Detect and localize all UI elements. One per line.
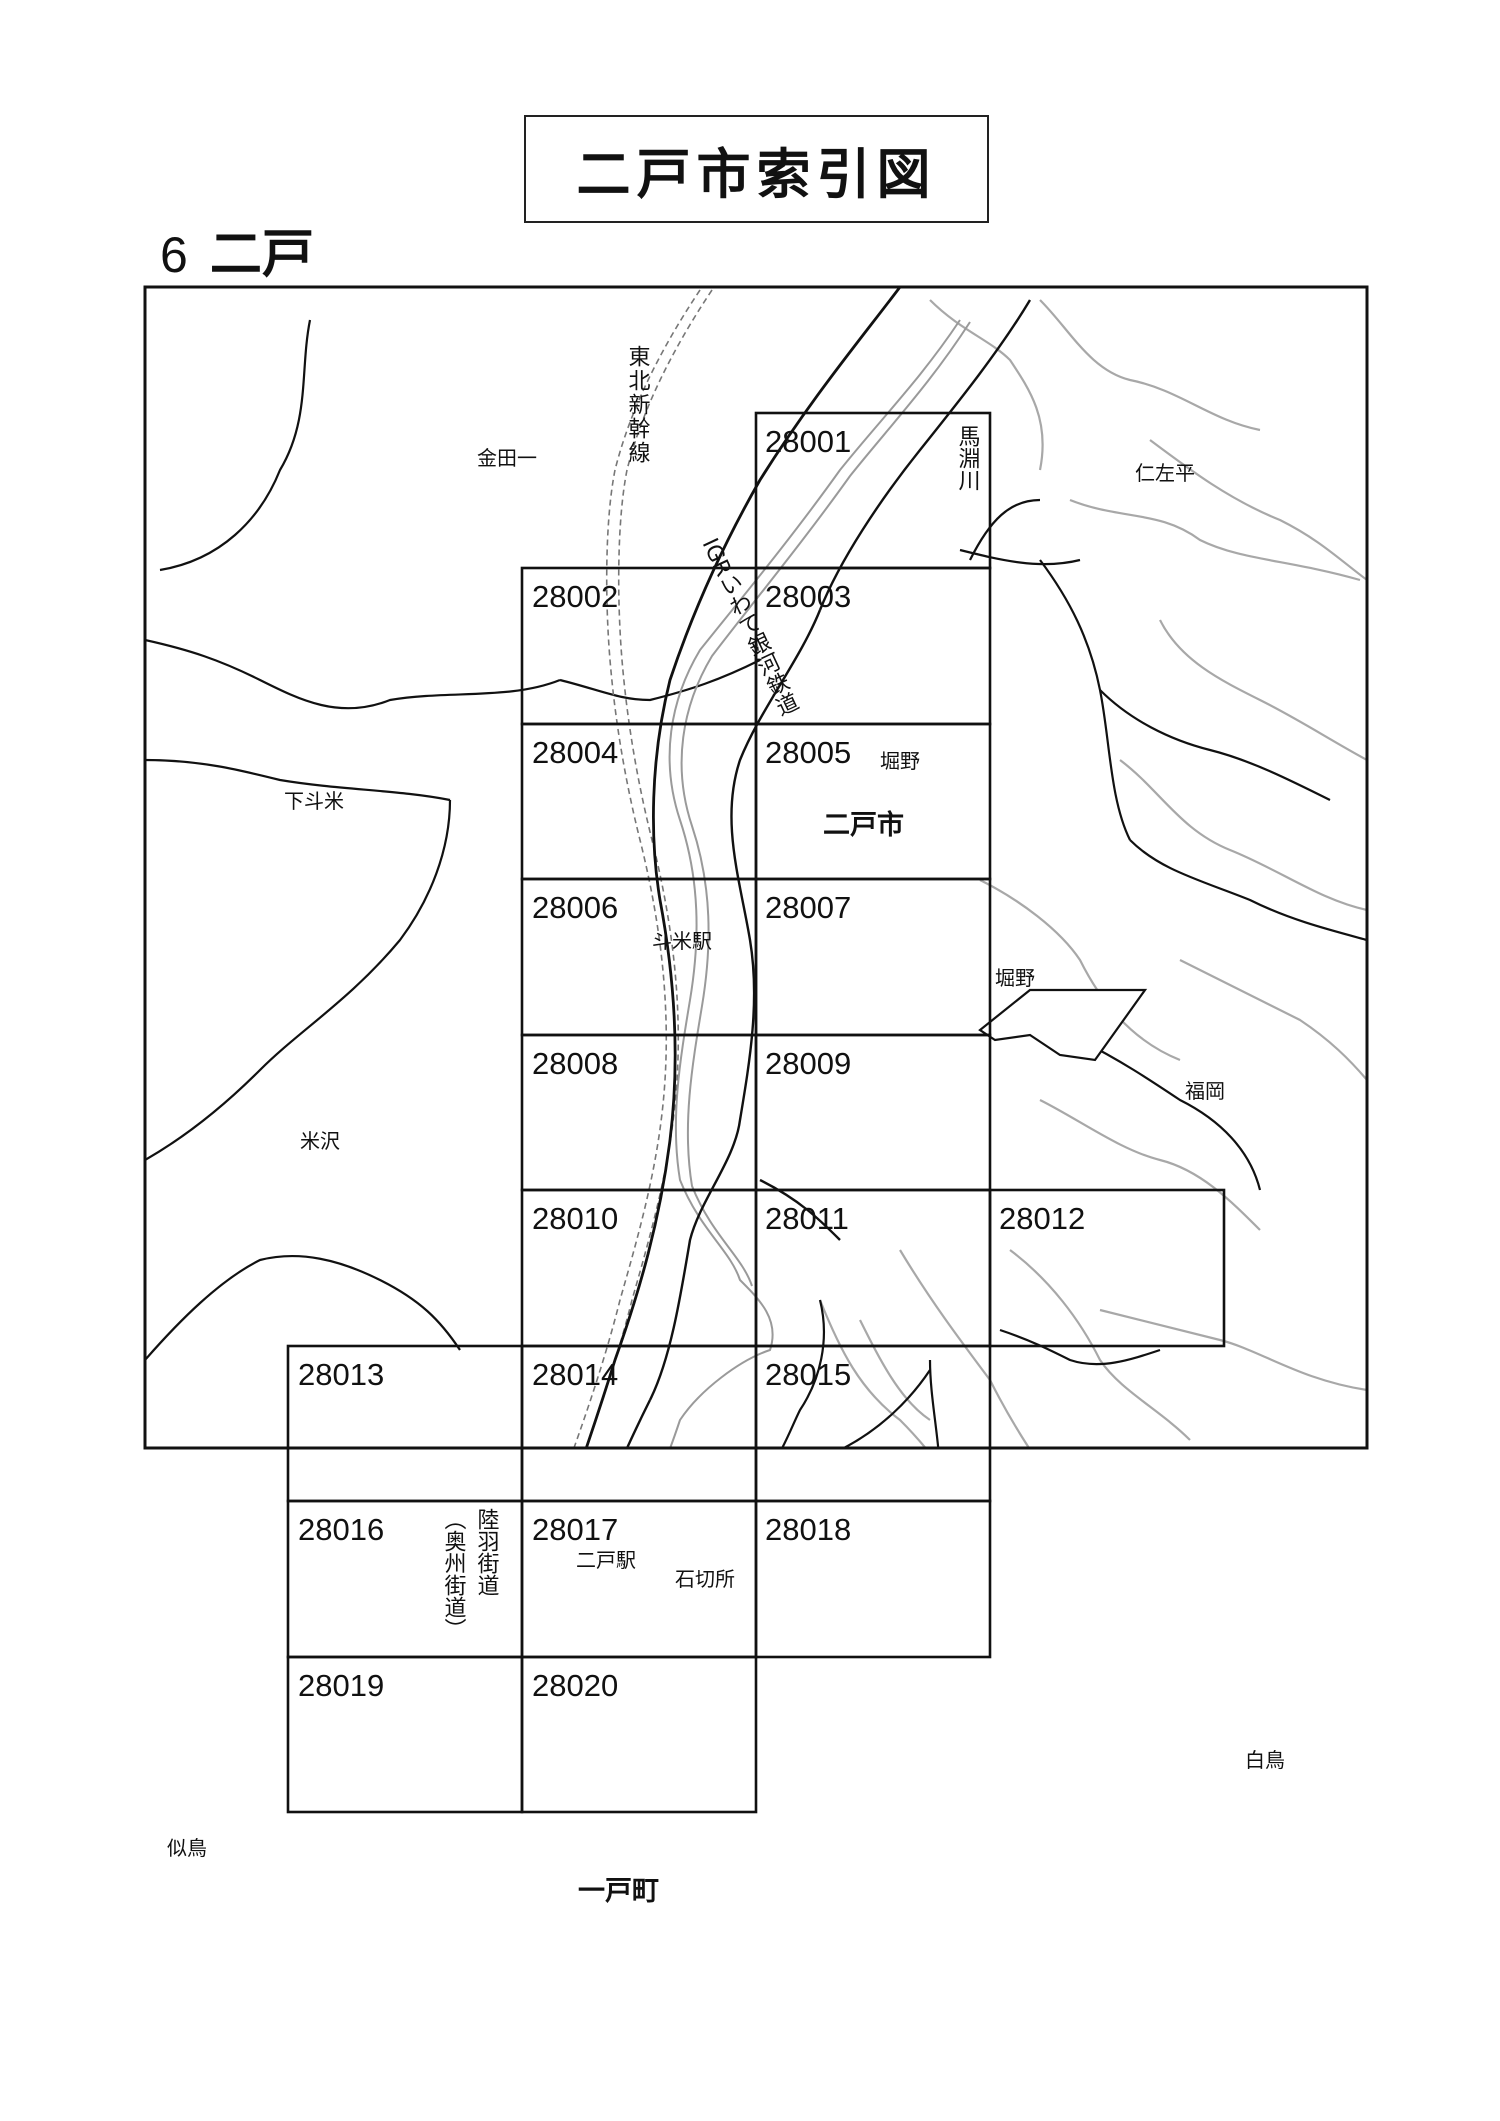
page-title: 二戸市索引図 bbox=[524, 115, 989, 223]
place-horino-1: 堀野 bbox=[880, 749, 920, 773]
place-ishikirido: 石切所 bbox=[675, 1567, 735, 1591]
sheet-label-28009[interactable]: 28009 bbox=[765, 1046, 851, 1081]
place-shimotomai: 下斗米 bbox=[284, 789, 344, 813]
place-nisadai: 仁左平 bbox=[1135, 461, 1195, 485]
place-kindaichi: 金田一 bbox=[477, 446, 537, 470]
section-name: 二戸 bbox=[209, 225, 314, 285]
sheet-label-28008[interactable]: 28008 bbox=[532, 1046, 618, 1081]
sheet-label-28017[interactable]: 28017 bbox=[532, 1512, 618, 1547]
horino-plot bbox=[978, 988, 1148, 1062]
place-ninohe-station: 二戸駅 bbox=[576, 1548, 636, 1572]
shinkansen-line bbox=[573, 289, 713, 1448]
sheet-label-28016[interactable]: 28016 bbox=[298, 1512, 384, 1547]
sheet-label-28002[interactable]: 28002 bbox=[532, 579, 618, 614]
sheet-cell-28012[interactable] bbox=[988, 1188, 1226, 1348]
river bbox=[668, 319, 971, 1448]
place-fukuoka: 福岡 bbox=[1185, 1079, 1225, 1103]
sheet-label-28020[interactable]: 28020 bbox=[532, 1668, 618, 1703]
place-horino-2: 堀野 bbox=[995, 966, 1035, 990]
sheet-label-28004[interactable]: 28004 bbox=[532, 735, 618, 770]
sheet-label-28015[interactable]: 28015 bbox=[765, 1357, 851, 1392]
section-number: 6 bbox=[160, 227, 188, 283]
sheet-cell-28020[interactable] bbox=[520, 1655, 758, 1814]
sheet-label-28013[interactable]: 28013 bbox=[298, 1357, 384, 1392]
place-ninohe-city: 二戸市 bbox=[823, 809, 904, 841]
section-heading: 6 二戸 bbox=[160, 212, 314, 287]
sheet-label-28006[interactable]: 28006 bbox=[532, 890, 618, 925]
sheet-labels: 28001 28002 28003 28004 28005 28006 2800… bbox=[298, 424, 1085, 1703]
igr-railway bbox=[584, 287, 902, 1448]
sheet-cell-28018[interactable] bbox=[754, 1499, 992, 1659]
district-boundaries bbox=[145, 319, 1367, 1448]
sheet-label-28001[interactable]: 28001 bbox=[765, 424, 851, 459]
sheet-label-28019[interactable]: 28019 bbox=[298, 1668, 384, 1703]
place-nitori: 似鳥 bbox=[167, 1836, 207, 1860]
base-map bbox=[145, 287, 1367, 2050]
sheet-label-28018[interactable]: 28018 bbox=[765, 1512, 851, 1547]
label-rikuu-road: 陸羽街道 bbox=[474, 1508, 500, 1596]
label-mabechi-river: 馬淵川 bbox=[955, 425, 981, 491]
sheet-label-28005[interactable]: 28005 bbox=[765, 735, 851, 770]
place-shiratori: 白鳥 bbox=[1245, 1748, 1285, 1772]
line-labels: 東北新幹線 IGRいわて銀河鉄道 馬淵川 陸羽街道 （奥州街道） bbox=[441, 345, 981, 1640]
sheet-label-28007[interactable]: 28007 bbox=[765, 890, 851, 925]
main-roads bbox=[625, 299, 1032, 1448]
sheet-label-28003[interactable]: 28003 bbox=[765, 579, 851, 614]
municipal-boundary bbox=[160, 1728, 980, 2050]
place-tomai-station: 斗米駅 bbox=[652, 929, 712, 953]
sheet-label-28010[interactable]: 28010 bbox=[532, 1201, 618, 1236]
place-yonezawa: 米沢 bbox=[300, 1129, 340, 1153]
minor-roads bbox=[818, 299, 1367, 1448]
sheet-label-28012[interactable]: 28012 bbox=[999, 1201, 1085, 1236]
label-shinkansen: 東北新幹線 bbox=[625, 345, 651, 465]
sheet-label-28011[interactable]: 28011 bbox=[765, 1201, 849, 1236]
place-ichinohe-town: 一戸町 bbox=[578, 1876, 659, 1907]
place-names: 金田一 仁左平 下斗米 堀野 二戸市 斗米駅 堀野 福岡 米沢 二戸駅 石切所 … bbox=[167, 446, 1285, 1907]
sheet-grid bbox=[286, 411, 1226, 1814]
sheet-label-28014[interactable]: 28014 bbox=[532, 1357, 618, 1392]
label-oshu-road: （奥州街道） bbox=[441, 1508, 467, 1640]
